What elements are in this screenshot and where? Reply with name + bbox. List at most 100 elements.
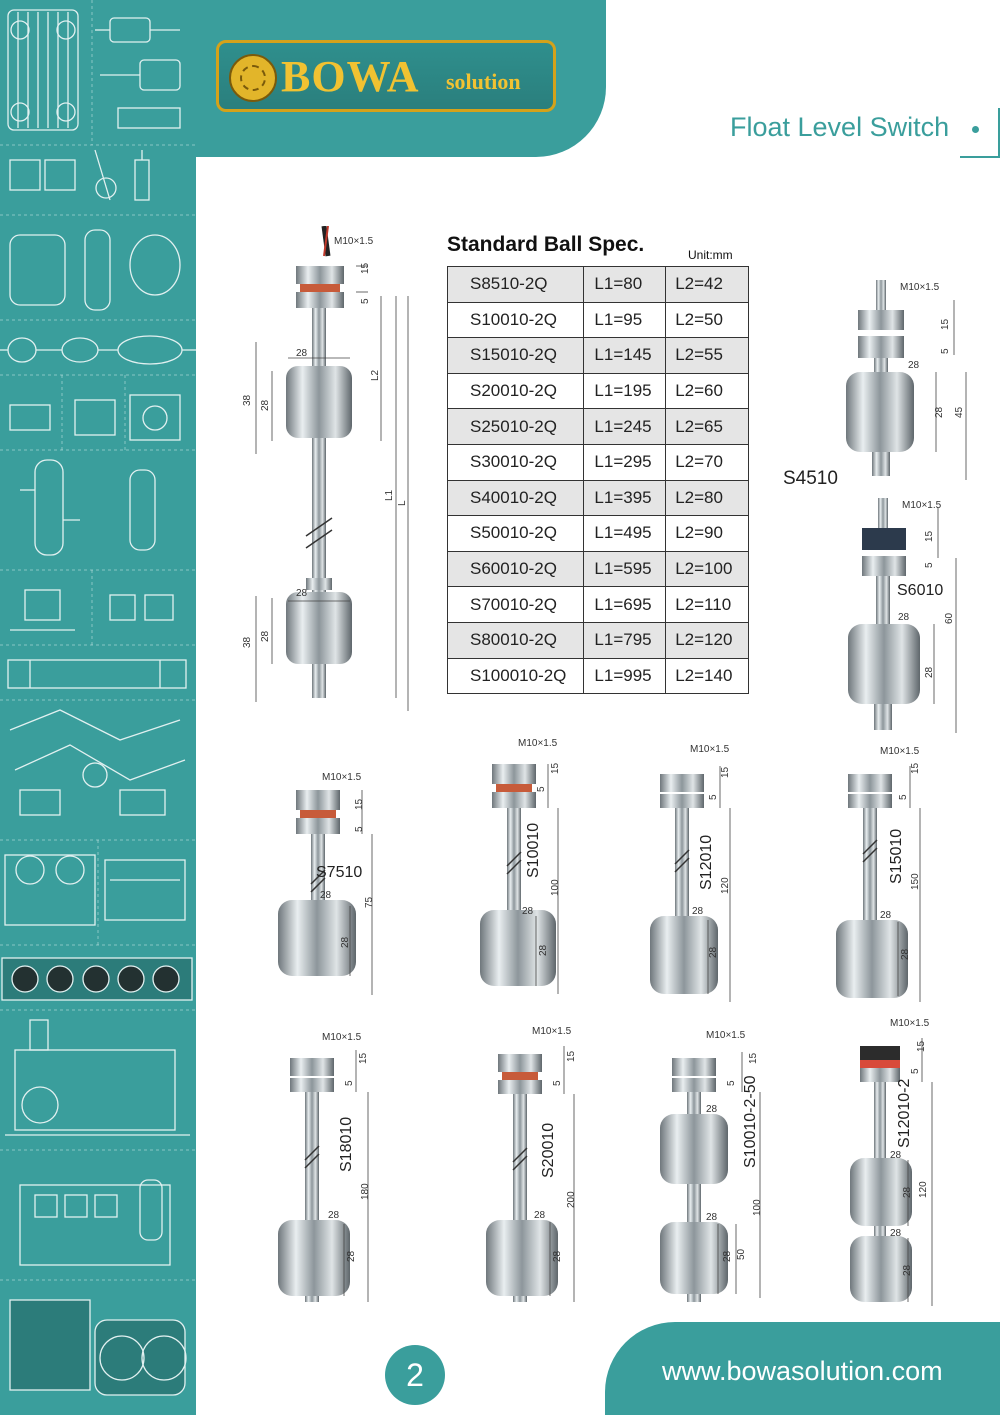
dim-28-bottom-height: 28 bbox=[260, 630, 271, 642]
dim-5: 5 bbox=[708, 794, 719, 800]
dim-28: 28 bbox=[320, 890, 332, 901]
product-label-s18010: S18010 bbox=[338, 1116, 355, 1172]
page-title: Float Level Switch bbox=[730, 112, 950, 142]
page-number: 2 bbox=[385, 1345, 445, 1405]
model-cell: S70010-2Q bbox=[446, 586, 585, 623]
thread-label: M10×1.5 bbox=[334, 236, 374, 247]
dim-28: 28 bbox=[898, 612, 910, 623]
thread-label: M10×1.5 bbox=[706, 1030, 746, 1041]
dim-15: 15 bbox=[720, 766, 731, 778]
dim-5: 5 bbox=[360, 298, 371, 304]
product-label-s10010: S10010 bbox=[525, 822, 542, 878]
brand-logo: BOWA solution bbox=[216, 40, 556, 112]
dim-28: 28 bbox=[880, 910, 892, 921]
l2-cell: L2=65 bbox=[665, 408, 749, 445]
dim-38-top: 38 bbox=[242, 394, 253, 406]
dim-l1: L1 bbox=[384, 489, 395, 501]
model-cell: S40010-2Q bbox=[446, 479, 585, 517]
product-s15010: M10×1.5 15 5 28 28 150 bbox=[836, 744, 956, 1006]
product-label-s20010: S20010 bbox=[540, 1122, 557, 1178]
dim-15: 15 bbox=[924, 530, 935, 542]
thread-label: M10×1.5 bbox=[890, 1018, 930, 1029]
product-label-s12010: S12010 bbox=[698, 834, 715, 890]
dim-28: 28 bbox=[692, 906, 704, 917]
l1-cell: L1=295 bbox=[583, 443, 667, 481]
l1-cell: L1=195 bbox=[583, 372, 667, 410]
dim-180: 180 bbox=[360, 1183, 371, 1200]
dim-15: 15 bbox=[940, 318, 951, 330]
dim-100: 100 bbox=[550, 879, 561, 896]
product-s18010: M10×1.5 15 5 28 28 180 bbox=[278, 1030, 398, 1310]
dim-5: 5 bbox=[898, 794, 909, 800]
dim-28: 28 bbox=[908, 360, 920, 371]
dim-5: 5 bbox=[354, 826, 365, 832]
l2-cell: L2=100 bbox=[665, 550, 749, 588]
dim-28-top-height: 28 bbox=[260, 399, 271, 411]
thread-label: M10×1.5 bbox=[902, 500, 942, 511]
l1-cell: L1=80 bbox=[583, 266, 667, 303]
dim-15: 15 bbox=[550, 762, 561, 774]
model-cell: S80010-2Q bbox=[446, 621, 585, 659]
thread-label: M10×1.5 bbox=[322, 1032, 362, 1043]
dim-120: 120 bbox=[918, 1181, 929, 1198]
product-label-s10010-2-50: S10010-2-50 bbox=[742, 1075, 759, 1168]
model-cell: S10010-2Q bbox=[446, 301, 585, 339]
l1-cell: L1=695 bbox=[583, 586, 667, 623]
spec-title: Standard Ball Spec. bbox=[447, 233, 645, 256]
dim-15: 15 bbox=[916, 1040, 927, 1052]
product-s20010: M10×1.5 15 5 28 28 200 bbox=[486, 1022, 606, 1310]
product-label-s12010-2: S12010-2 bbox=[896, 1078, 913, 1148]
spec-unit: Unit:mm bbox=[688, 248, 733, 262]
model-cell: S50010-2Q bbox=[446, 515, 585, 552]
dim-15: 15 bbox=[748, 1052, 759, 1064]
dim-60: 60 bbox=[944, 612, 955, 624]
product-label-s4510: S4510 bbox=[783, 468, 838, 489]
thread-label: M10×1.5 bbox=[900, 282, 940, 293]
thread-label: M10×1.5 bbox=[690, 744, 730, 755]
l1-cell: L1=95 bbox=[583, 301, 667, 339]
dim-150: 150 bbox=[910, 873, 921, 890]
dim-5: 5 bbox=[552, 1080, 563, 1086]
thread-label: M10×1.5 bbox=[532, 1026, 572, 1037]
website-link[interactable]: www.bowasolution.com bbox=[662, 1356, 943, 1386]
dim-28-height: 28 bbox=[722, 1250, 733, 1262]
title-dot-icon bbox=[972, 126, 979, 133]
product-label-s15010: S15010 bbox=[888, 828, 905, 884]
dim-28-height: 28 bbox=[924, 666, 935, 678]
dim-28-top: 28 bbox=[296, 348, 308, 359]
dim-28-top-height: 28 bbox=[902, 1186, 913, 1198]
l2-cell: L2=42 bbox=[665, 266, 749, 303]
dim-15: 15 bbox=[360, 262, 371, 274]
dim-5: 5 bbox=[940, 348, 951, 354]
title-bracket bbox=[960, 108, 1000, 158]
model-cell: S15010-2Q bbox=[446, 337, 585, 374]
dim-28-bottom-height: 28 bbox=[902, 1264, 913, 1276]
dim-28-height: 28 bbox=[934, 406, 945, 418]
l2-cell: L2=110 bbox=[665, 586, 749, 623]
dim-5: 5 bbox=[924, 562, 935, 568]
thread-label: M10×1.5 bbox=[518, 738, 558, 749]
dim-28-bottom: 28 bbox=[890, 1228, 902, 1239]
dim-100: 100 bbox=[752, 1199, 763, 1216]
model-cell: S60010-2Q bbox=[446, 550, 585, 588]
model-cell: S30010-2Q bbox=[446, 443, 585, 481]
model-cell: S100010-2Q bbox=[446, 657, 585, 695]
l1-cell: L1=145 bbox=[583, 337, 667, 374]
dim-38-bottom: 38 bbox=[242, 636, 253, 648]
main-float-switch-drawing: M10×1.5 15 5 28 28 38 28 38 28 L2 L1 L bbox=[236, 225, 416, 716]
dim-5: 5 bbox=[910, 1068, 921, 1074]
l2-cell: L2=140 bbox=[665, 657, 749, 695]
dim-5: 5 bbox=[726, 1080, 737, 1086]
model-cell: S20010-2Q bbox=[446, 372, 585, 410]
dim-120: 120 bbox=[720, 877, 731, 894]
thread-label: M10×1.5 bbox=[322, 772, 362, 783]
